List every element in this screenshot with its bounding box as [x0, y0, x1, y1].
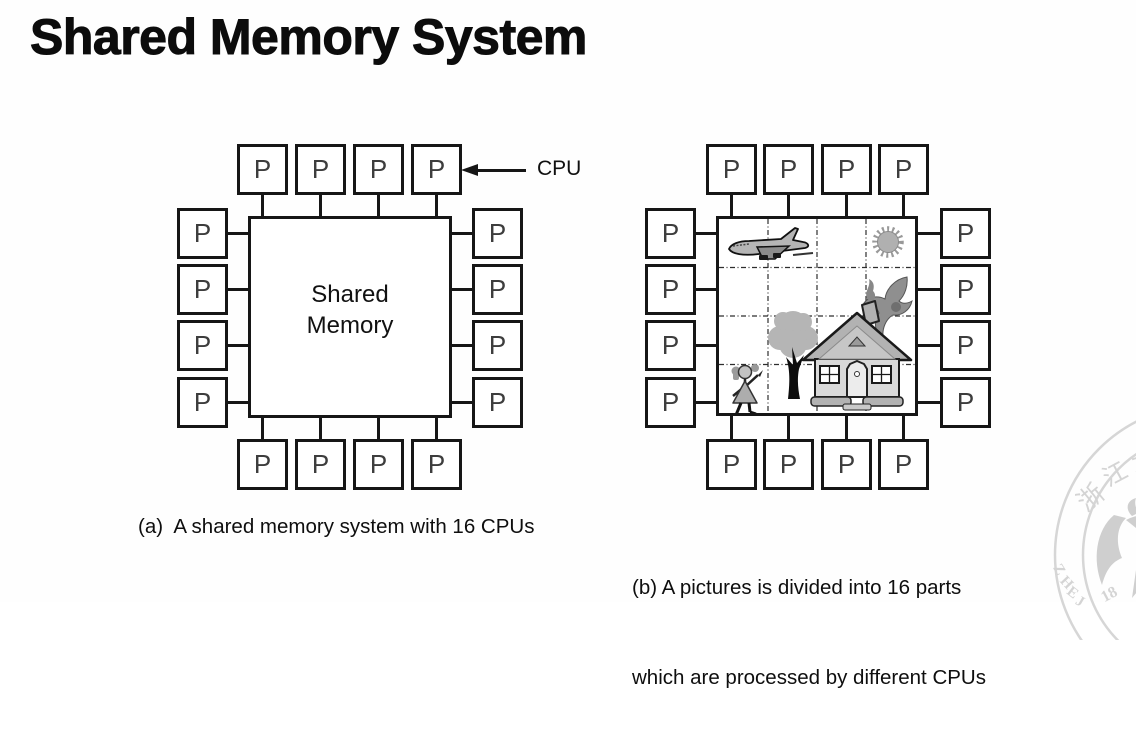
watermark-outer-ring [1053, 420, 1136, 640]
shared-memory-box: Shared Memory [248, 216, 452, 418]
processor-box: P [706, 144, 757, 195]
bus-connector [377, 418, 380, 439]
bus-connector [228, 344, 248, 347]
processor-box: P [472, 208, 523, 259]
caption-b-line1: (b) A pictures is divided into 16 parts [632, 576, 962, 599]
bus-connector [918, 232, 940, 235]
bus-connector [228, 288, 248, 291]
cpu-arrow-line [468, 169, 526, 172]
bus-connector [918, 401, 940, 404]
bus-connector [902, 195, 905, 216]
processor-box: P [411, 144, 462, 195]
bus-connector [435, 195, 438, 216]
processor-box: P [353, 144, 404, 195]
processor-box: P [177, 264, 228, 315]
bus-connector [435, 418, 438, 439]
airplane-image [728, 227, 814, 260]
bus-connector [452, 344, 472, 347]
bus-connector [918, 344, 940, 347]
processor-box: P [177, 208, 228, 259]
shared-memory-label-line1: Shared [311, 281, 389, 308]
processor-box: P [353, 439, 404, 490]
processor-box: P [821, 144, 872, 195]
bus-connector [452, 288, 472, 291]
tree-image [768, 311, 818, 399]
bus-connector [261, 418, 264, 439]
watermark-char-3: 大 [1128, 444, 1136, 477]
bus-connector [918, 288, 940, 291]
bus-connector [452, 401, 472, 404]
house-image [801, 279, 913, 411]
page-title: Shared Memory System [30, 9, 588, 66]
processor-box: P [295, 439, 346, 490]
processor-box: P [878, 144, 929, 195]
watermark-char-1: 浙 [1071, 478, 1110, 518]
watermark-inner-ring [1081, 452, 1136, 640]
bus-connector [787, 195, 790, 216]
processor-box: P [645, 208, 696, 259]
bus-connector [696, 344, 716, 347]
cpu-arrow-label: CPU [537, 157, 582, 180]
bus-connector [787, 416, 790, 439]
girl-image [729, 364, 763, 421]
processor-box: P [472, 377, 523, 428]
picture-box [716, 216, 918, 421]
watermark-eagle-icon [1096, 498, 1136, 598]
caption-a: (a) A shared memory system with 16 CPUs [138, 515, 535, 538]
processor-box: P [411, 439, 462, 490]
processor-box: P [940, 208, 991, 259]
bus-connector [902, 416, 905, 439]
bus-connector [452, 232, 472, 235]
shared-memory-label-line2: Memory [306, 312, 394, 339]
watermark-seal: 浙 江 大 Z H E J 18 [1049, 420, 1136, 640]
bus-connector [696, 288, 716, 291]
bus-connector [730, 195, 733, 216]
bus-connector [845, 416, 848, 439]
processor-box: P [645, 264, 696, 315]
bus-connector [696, 401, 716, 404]
processor-box: P [472, 320, 523, 371]
slide: Shared Memory System P P P P P P P P P P… [29, 8, 1136, 689]
sun-image [872, 226, 904, 258]
caption-b: (b) A pictures is divided into 16 parts … [632, 513, 986, 753]
processor-box: P [645, 320, 696, 371]
bus-connector [261, 195, 264, 216]
processor-box: P [763, 439, 814, 490]
bus-connector [228, 232, 248, 235]
processor-box: P [878, 439, 929, 490]
processor-box: P [763, 144, 814, 195]
caption-b-line2: which are processed by different CPUs [632, 666, 986, 689]
bus-connector [696, 232, 716, 235]
bus-connector [319, 195, 322, 216]
bus-connector [319, 418, 322, 439]
processor-box: P [177, 377, 228, 428]
processor-box: P [940, 377, 991, 428]
processor-box: P [821, 439, 872, 490]
processor-box: P [237, 439, 288, 490]
arrow-left-icon [461, 164, 478, 176]
processor-box: P [295, 144, 346, 195]
bus-connector [845, 195, 848, 216]
processor-box: P [645, 377, 696, 428]
processor-box: P [237, 144, 288, 195]
picture-svg [719, 219, 915, 421]
processor-box: P [706, 439, 757, 490]
processor-box: P [940, 320, 991, 371]
bus-connector [377, 195, 380, 216]
processor-box: P [940, 264, 991, 315]
watermark-year: 18 [1098, 583, 1120, 606]
bus-connector [730, 416, 733, 439]
processor-box: P [177, 320, 228, 371]
processor-box: P [472, 264, 523, 315]
bus-connector [228, 401, 248, 404]
